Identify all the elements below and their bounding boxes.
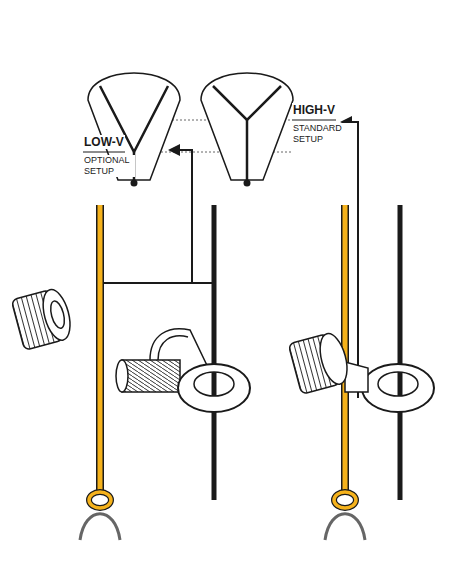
setup-heading: HIGH-V: [292, 103, 336, 117]
kite-high-v: [201, 73, 293, 187]
eyelet-ring: [345, 362, 434, 412]
label-rule: [83, 152, 125, 153]
knurled-nut: [288, 331, 352, 395]
setup-note: STANDARD SETUP: [292, 123, 356, 145]
label-rule: [292, 120, 336, 121]
eyelet-ring: [116, 329, 250, 412]
line-knot: [80, 492, 120, 540]
bridle-line: [100, 205, 214, 500]
line-knot: [325, 492, 365, 540]
setup-heading: LOW-V: [83, 135, 125, 149]
setup-note: OPTIONAL SETUP: [83, 155, 135, 177]
bridle-line: [345, 205, 400, 500]
knurled-nut: [11, 287, 75, 351]
bridle-line: [343, 330, 347, 348]
